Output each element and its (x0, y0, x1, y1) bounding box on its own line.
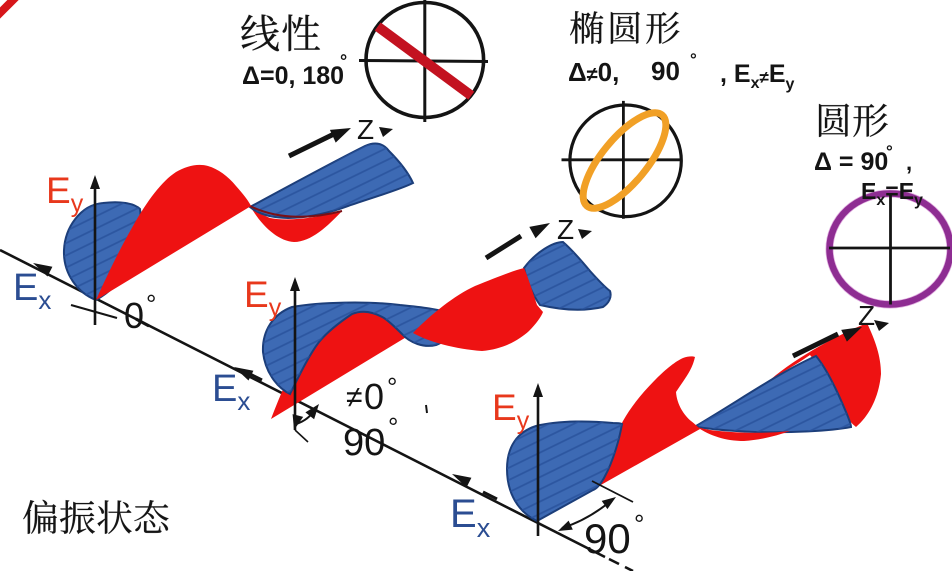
svg-text:Z: Z (858, 300, 875, 331)
svg-text:,: , (906, 150, 912, 175)
svg-text:, Ex≠Ey: , Ex≠Ey (720, 60, 795, 93)
svg-text:Ex=Ey: Ex=Ey (861, 178, 923, 209)
svg-text:90: 90 (651, 56, 680, 86)
svg-text:Δ=0, 180: Δ=0, 180 (242, 62, 344, 90)
svg-text:°: ° (146, 289, 156, 319)
svg-text:°: ° (388, 412, 398, 442)
svg-text:Z: Z (557, 214, 574, 245)
svg-text:°: ° (634, 509, 644, 539)
svg-text:°: ° (886, 142, 893, 161)
svg-text:0: 0 (124, 295, 144, 336)
svg-text:90: 90 (343, 422, 385, 464)
svg-text:°: ° (387, 372, 397, 402)
svg-text:Ey: Ey (46, 170, 84, 218)
svg-text:°: ° (690, 50, 697, 69)
svg-text:≠: ≠ (346, 381, 362, 414)
svg-text:°: ° (340, 51, 347, 71)
svg-text:90: 90 (584, 515, 631, 562)
svg-text:Δ = 90: Δ = 90 (814, 148, 888, 176)
svg-text:Z: Z (357, 114, 374, 145)
svg-text:0: 0 (364, 376, 384, 417)
